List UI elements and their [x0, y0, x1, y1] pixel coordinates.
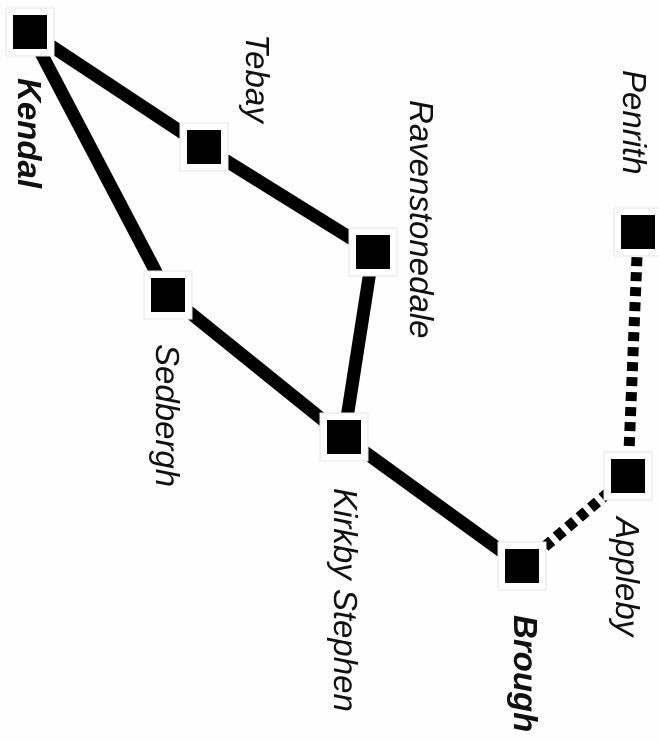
place-label-sedbergh: Sedbergh [149, 344, 186, 487]
place-label-kendal: Kendal [11, 78, 48, 189]
route-kendal-sedbergh [24, 28, 174, 299]
labels-layer: Kendal Tebay Ravenstonedale Sedbergh Kir… [11, 34, 653, 732]
markers-layer [5, 7, 659, 591]
place-label-penrith: Penrith [616, 70, 653, 175]
place-label-brough: Brough [507, 615, 544, 732]
marker-ravenstonedale [348, 227, 398, 277]
route-tebay-ravenstonedale [200, 141, 377, 258]
marker-brough [497, 541, 547, 591]
marker-sedbergh [143, 270, 193, 320]
route-kirkby-stephen-brough [340, 431, 526, 572]
marker-kirkby-stephen [319, 412, 369, 462]
place-label-ravenstonedale: Ravenstonedale [403, 100, 440, 339]
place-label-tebay: Tebay [239, 34, 276, 125]
routes-layer [24, 26, 644, 572]
place-label-appleby: Appleby [609, 515, 646, 639]
place-label-kirkby-stephen: Kirkby Stephen [327, 488, 364, 712]
marker-kendal [5, 7, 55, 57]
route-sedbergh-kirkby-stephen [163, 289, 349, 443]
marker-appleby [603, 451, 653, 501]
route-ravenstonedale-kirkby-stephen [337, 250, 380, 439]
route-kendal-tebay [26, 26, 208, 153]
route-appleby-penrith [622, 231, 644, 477]
marker-penrith [613, 207, 659, 257]
marker-tebay [179, 122, 229, 172]
